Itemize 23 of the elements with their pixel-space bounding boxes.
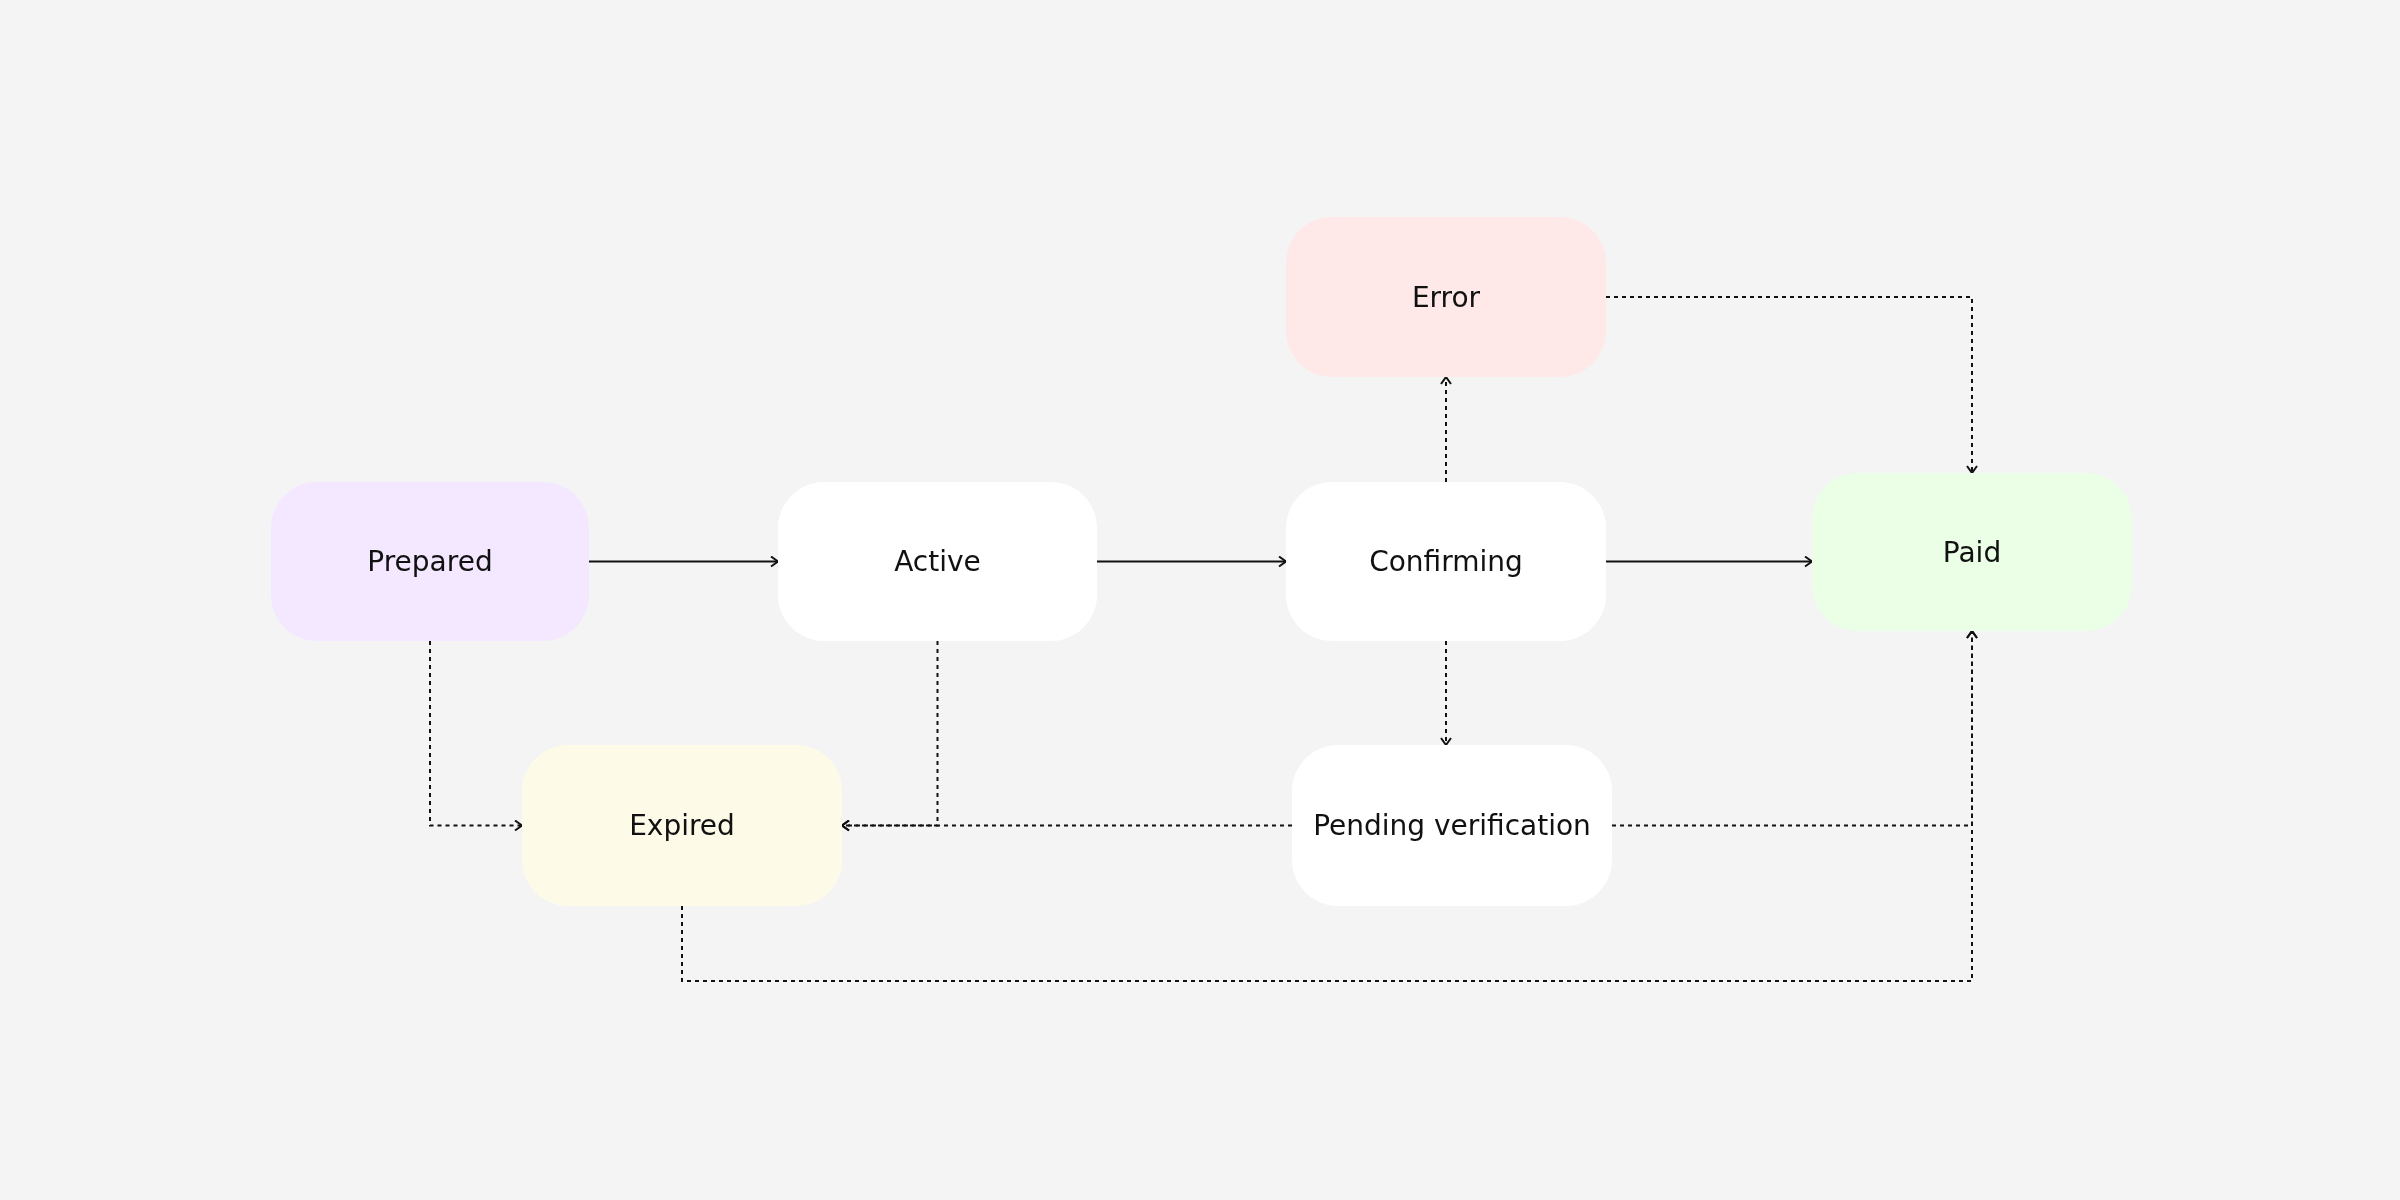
dashed-arrow (1440, 640, 1452, 746)
state-label: Paid (1942, 535, 2002, 569)
arrow (588, 555, 779, 568)
state-label: Pending verification (1313, 809, 1591, 842)
state-box (1292, 745, 1612, 906)
state-box (1286, 217, 1606, 377)
state-box (522, 745, 842, 906)
dashed-arrow (1605, 296, 1978, 474)
state-box (1286, 482, 1606, 641)
dashed-arrow (681, 630, 1978, 982)
arrow (1096, 555, 1287, 568)
state-label: Expired (629, 809, 735, 842)
state-label: Confirming (1369, 545, 1523, 578)
state-label: Error (1411, 280, 1481, 314)
dashed-arrow (841, 819, 1293, 832)
state-box (1812, 473, 2132, 631)
dashed-arrow (1440, 376, 1452, 483)
dashed-arrow (429, 640, 523, 832)
state-label: Active (894, 545, 981, 578)
state-box (271, 482, 589, 641)
state-label: Prepared (367, 545, 493, 578)
state-box (778, 482, 1097, 641)
arrow (1605, 555, 1813, 568)
